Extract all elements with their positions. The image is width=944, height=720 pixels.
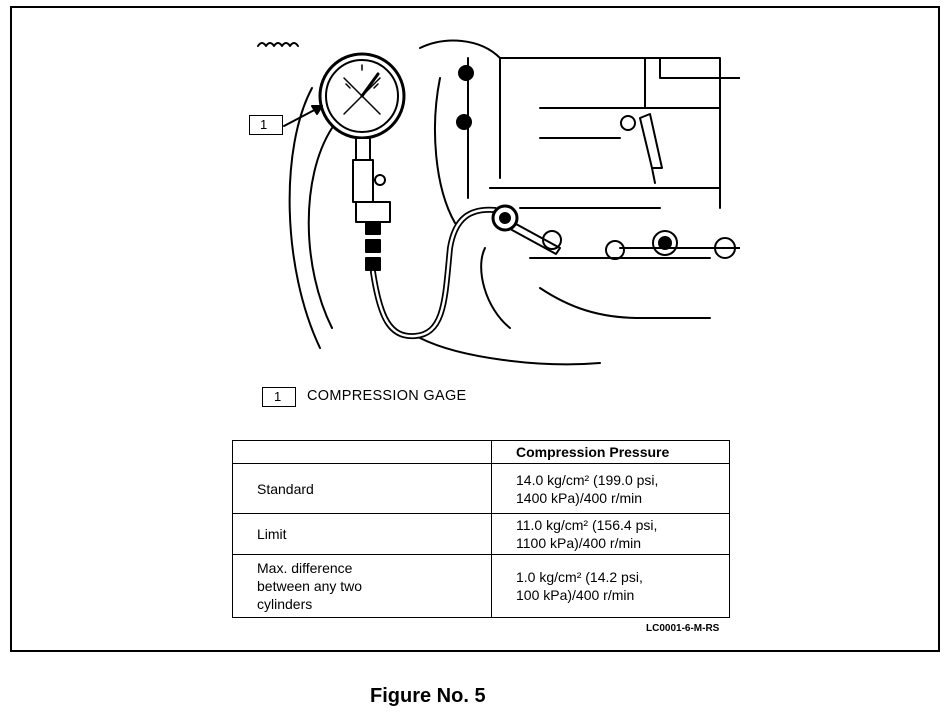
table-header-pressure: Compression Pressure [491,440,730,464]
fender-outline [307,127,333,329]
row-label: Standard [232,463,492,514]
figure-caption: Figure No. 5 [370,685,486,707]
row-value: 1.0 kg/cm² (14.2 psi, 100 kPa)/400 r/min [491,554,730,618]
reference-code: LC0001-6-M-RS [646,623,720,634]
row-label: Limit [232,513,492,555]
callout-number-box: 1 [249,115,283,135]
engine-compression-illustration [257,39,740,366]
legend-number-box: 1 [262,387,296,407]
table-row: Max. difference between any two cylinder… [232,554,730,618]
compression-spec-table: Compression Pressure Standard 14.0 kg/cm… [232,440,730,618]
row-value: 14.0 kg/cm² (199.0 psi, 1400 kPa)/400 r/… [491,463,730,514]
table-header-row: Compression Pressure [232,440,730,464]
spring-squiggle [257,42,299,47]
legend-label: COMPRESSION GAGE [307,388,467,404]
table-row: Standard 14.0 kg/cm² (199.0 psi, 1400 kP… [232,463,730,514]
row-value: 11.0 kg/cm² (156.4 psi, 1100 kPa)/400 r/… [491,513,730,555]
table-row: Limit 11.0 kg/cm² (156.4 psi, 1100 kPa)/… [232,513,730,555]
row-label: Max. difference between any two cylinder… [232,554,492,618]
table-header-blank [232,440,492,464]
gauge-hose [370,206,498,340]
figure-frame [10,6,940,652]
engine-block [419,39,721,189]
